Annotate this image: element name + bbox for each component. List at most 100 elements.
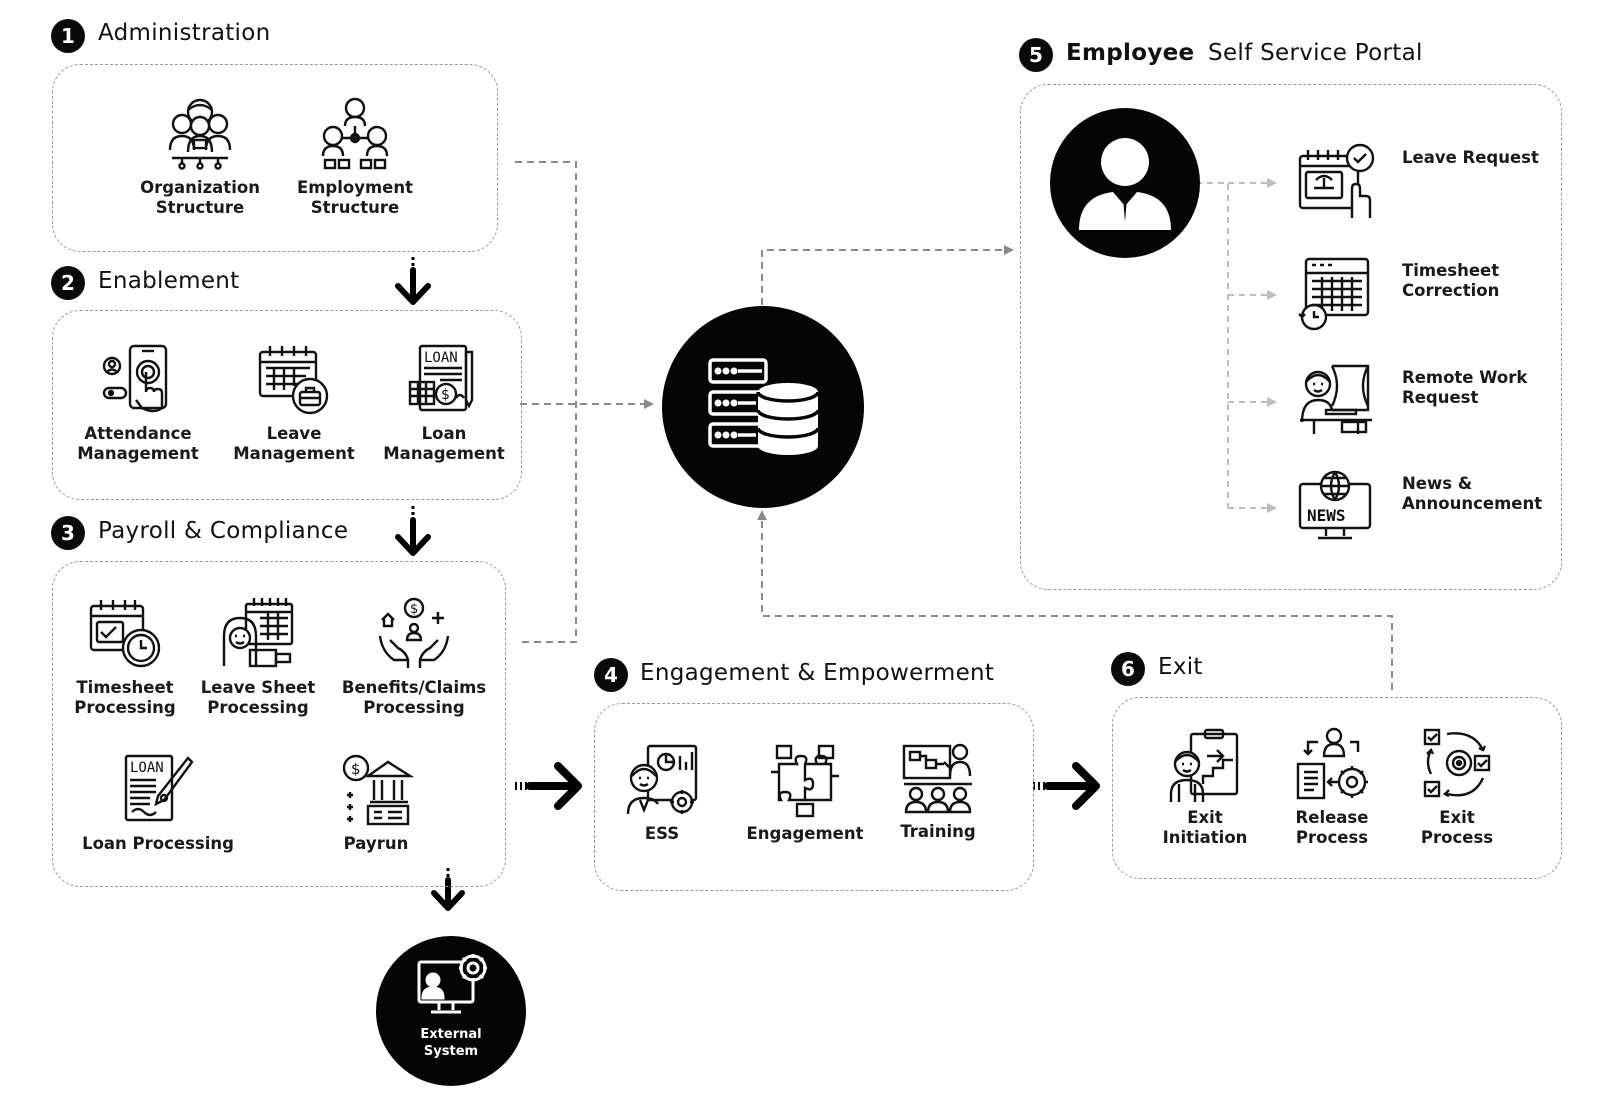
item-leave-sheet-processing[interactable]: Leave Sheet Processing <box>178 596 338 718</box>
item-loan-processing[interactable]: LOAN Loan Processing <box>78 752 238 854</box>
item-benefits-claims[interactable]: $ Benefits/Claims Processing <box>334 596 494 718</box>
item-attendance-management[interactable]: Attendance Management <box>58 342 218 464</box>
item-ess[interactable]: ESS <box>582 742 742 844</box>
svg-text:LOAN: LOAN <box>130 760 164 776</box>
enablement-to-payroll-arrow <box>395 506 431 556</box>
item-label: Leave Request <box>1402 148 1539 167</box>
portal-item-remote-work[interactable]: Remote Work Request <box>1296 362 1566 442</box>
item-label: Training <box>900 822 976 841</box>
item-timesheet-processing[interactable]: Timesheet Processing <box>45 596 205 718</box>
item-label: Attendance Management <box>77 424 199 463</box>
item-release-process[interactable]: Release Process <box>1252 726 1412 848</box>
external-system-label: External System <box>420 1027 482 1059</box>
central-database-node[interactable] <box>662 306 864 508</box>
payrun-icon: $ <box>342 754 414 826</box>
item-leave-management[interactable]: Leave Management <box>214 342 374 464</box>
section-title-ess-portal: Employee Self Service Portal <box>1066 40 1423 66</box>
item-payrun[interactable]: $ Payrun <box>296 752 456 854</box>
item-label: Payrun <box>343 834 409 853</box>
item-label: Employment Structure <box>296 178 414 217</box>
employment-structure-icon <box>321 97 389 170</box>
item-employment-structure[interactable]: Employment Structure <box>275 96 435 218</box>
section-number-exit: 6 <box>1111 652 1145 686</box>
section-title-light: Self Service Portal <box>1208 40 1423 66</box>
ess-icon <box>626 744 698 815</box>
svg-text:$: $ <box>441 387 450 403</box>
item-label: ESS <box>644 824 680 843</box>
svg-text:NEWS: NEWS <box>1307 506 1346 525</box>
section-number-ess-portal: 5 <box>1019 38 1053 72</box>
svg-text:$: $ <box>351 760 361 778</box>
user-avatar-node[interactable] <box>1050 108 1200 258</box>
database-server-icon <box>708 358 820 455</box>
exit-initiation-icon <box>1169 728 1239 802</box>
section-title-payroll: Payroll & Compliance <box>98 518 349 544</box>
remote-work-icon <box>1300 364 1372 434</box>
leave-request-icon <box>1298 143 1375 218</box>
ess-portal-box <box>1020 84 1562 590</box>
item-loan-management[interactable]: LOAN $ Loan Management <box>364 342 524 464</box>
leave-management-icon <box>258 346 329 415</box>
exit-process-icon <box>1423 728 1491 798</box>
item-label: Engagement <box>746 824 864 843</box>
section-number-administration: 1 <box>51 19 85 53</box>
portal-item-news[interactable]: NEWS News & Announcement <box>1296 468 1566 548</box>
item-training[interactable]: Training <box>858 740 1018 842</box>
section-number-engagement: 4 <box>594 658 628 692</box>
release-process-icon <box>1296 727 1368 800</box>
item-label: Loan Management <box>383 424 505 463</box>
payroll-box <box>52 561 506 887</box>
item-label: Release Process <box>1295 808 1369 847</box>
news-icon: NEWS <box>1298 470 1372 540</box>
item-label: Organization Structure <box>140 178 260 217</box>
portal-item-leave-request[interactable]: Leave Request <box>1296 142 1566 222</box>
item-exit-process[interactable]: Exit Process <box>1377 726 1537 848</box>
item-label: Leave Management <box>233 424 355 463</box>
section-title-administration: Administration <box>98 20 271 46</box>
timesheet-correction-icon <box>1298 257 1370 331</box>
section-number-enablement: 2 <box>51 266 85 300</box>
engagement-box <box>594 703 1034 891</box>
enablement-box <box>52 310 522 500</box>
payroll-to-external-arrow <box>431 868 465 911</box>
item-label: Remote Work Request <box>1402 368 1528 407</box>
admin-to-payroll-connector <box>515 161 577 643</box>
item-exit-initiation[interactable]: Exit Initiation <box>1125 726 1285 848</box>
training-icon <box>902 743 972 814</box>
loan-processing-icon: LOAN <box>124 754 194 822</box>
item-engagement[interactable]: Engagement <box>725 742 885 844</box>
benefits-claims-icon: $ <box>378 597 450 668</box>
svg-text:$: $ <box>410 602 418 617</box>
section-title-engagement: Engagement & Empowerment <box>640 660 995 686</box>
item-label: Leave Sheet Processing <box>200 678 316 717</box>
section-number-payroll: 3 <box>51 516 85 550</box>
external-system-node[interactable]: External System <box>376 936 526 1086</box>
timesheet-processing-icon <box>89 600 161 668</box>
attendance-management-icon <box>102 344 168 413</box>
organization-structure-icon <box>168 98 232 170</box>
item-label: Exit Process <box>1420 808 1494 847</box>
user-avatar-icon <box>1079 138 1171 230</box>
external-system-icon <box>417 954 487 1014</box>
admin-to-enablement-arrow <box>395 257 431 305</box>
item-label: Loan Processing <box>82 834 234 853</box>
payroll-to-engagement-arrow <box>515 762 582 810</box>
item-label: Benefits/Claims Processing <box>341 678 487 717</box>
portal-item-timesheet-correction[interactable]: Timesheet Correction <box>1296 255 1566 335</box>
item-label: Exit Initiation <box>1162 808 1248 847</box>
item-label: Timesheet Processing <box>74 678 176 717</box>
engagement-puzzle-icon <box>771 744 839 818</box>
loan-management-icon: LOAN $ <box>408 344 474 412</box>
item-label: News & Announcement <box>1402 474 1543 513</box>
administration-box <box>52 64 498 252</box>
engagement-to-exit-arrow <box>1033 762 1100 810</box>
item-label: Timesheet Correction <box>1402 261 1500 300</box>
leave-sheet-processing-icon <box>222 598 294 668</box>
item-organization-structure[interactable]: Organization Structure <box>120 96 280 218</box>
svg-text:LOAN: LOAN <box>424 350 458 366</box>
db-to-portal-connector <box>761 245 1014 305</box>
section-title-bold: Employee <box>1066 40 1195 66</box>
exit-box <box>1112 697 1562 879</box>
section-title-enablement: Enablement <box>98 268 240 294</box>
